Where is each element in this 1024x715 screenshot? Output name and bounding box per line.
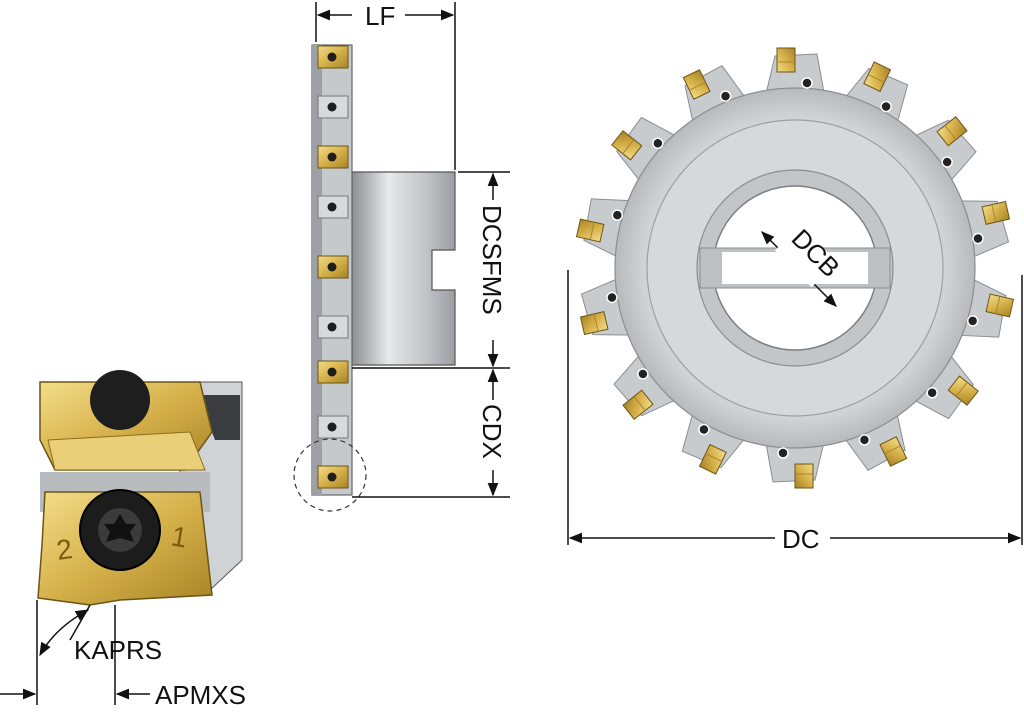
insert-side [317, 415, 349, 439]
insert-front [682, 69, 732, 102]
insert-front [777, 447, 814, 489]
cutter-front-view: DCB DC [567, 47, 1023, 554]
insert-front [579, 291, 618, 336]
dashed-detail-circle-icon [293, 438, 367, 512]
insert-side [317, 195, 349, 219]
label-dcsfms: DCSFMS [477, 205, 507, 315]
front-insert-group [575, 47, 1015, 489]
side-insert-group [317, 45, 349, 489]
insert-side [317, 465, 349, 489]
insert-front [698, 423, 727, 475]
insert-front [863, 61, 892, 113]
insert-side [317, 95, 349, 119]
insert-side [317, 45, 349, 69]
label-dc: DC [782, 524, 820, 554]
insert-side [317, 360, 349, 384]
insert-front [858, 434, 908, 467]
insert-front [936, 116, 968, 168]
label-kaprs: KAPRS [74, 635, 162, 665]
insert-front [575, 209, 624, 243]
insert-front [776, 47, 813, 89]
insert-front [926, 375, 979, 406]
insert-front [622, 368, 654, 420]
label-cdx: CDX [477, 404, 507, 459]
svg-text:2: 2 [55, 533, 75, 566]
insert-side [317, 255, 349, 279]
hub-body [351, 171, 456, 366]
upper-screw-hole [90, 370, 150, 430]
holder-dark-face [198, 395, 240, 440]
insert-detail-view: 2 1 KAPRS APMXS [0, 370, 246, 710]
label-apmxs: APMXS [155, 680, 246, 710]
insert-side [317, 145, 349, 169]
insert-front [611, 130, 664, 161]
kaprs-arc [39, 609, 90, 657]
label-lf: LF [365, 1, 395, 31]
insert-front [972, 200, 1011, 245]
cutter-side-view: LF DCSFMS CDX [293, 1, 510, 512]
insert-front [966, 293, 1015, 327]
insert-side [317, 315, 349, 339]
svg-text:1: 1 [169, 520, 190, 553]
